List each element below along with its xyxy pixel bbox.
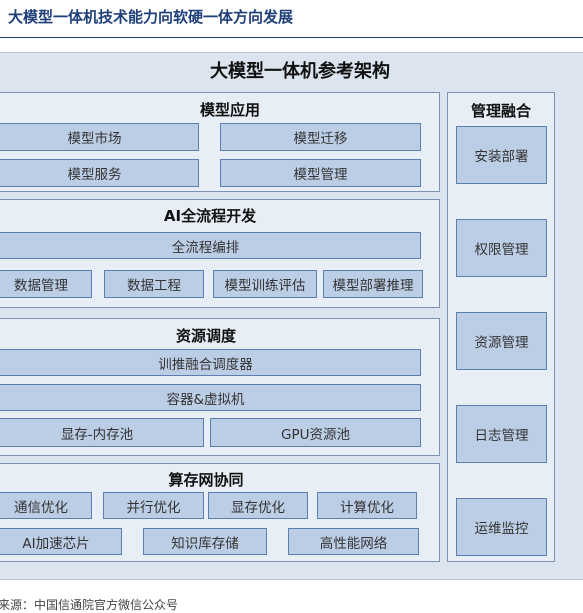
box-compute-optimization: 计算优化	[317, 492, 417, 519]
box-log-management: 日志管理	[456, 405, 547, 463]
box-full-flow-orchestration: 全流程编排	[0, 232, 421, 259]
page-title: 大模型一体机技术能力向软硬一体方向发展	[8, 8, 294, 26]
box-model-management: 模型管理	[220, 159, 421, 187]
diagram-title: 大模型一体机参考架构	[210, 61, 390, 82]
box-ops-monitoring: 运维监控	[456, 498, 547, 556]
box-container-vm: 容器&虚拟机	[0, 384, 421, 411]
box-comm-optimization: 通信优化	[0, 492, 92, 519]
box-gpu-resource-pool: GPU资源池	[210, 418, 421, 447]
section-title-ai-flow: AI全流程开发	[163, 207, 257, 225]
box-data-management: 数据管理	[0, 270, 92, 298]
box-train-infer-scheduler: 训推融合调度器	[0, 349, 421, 376]
box-ai-accelerator-chip: AI加速芯片	[0, 528, 122, 555]
box-model-migration: 模型迁移	[220, 123, 421, 151]
box-permission-management: 权限管理	[456, 219, 547, 277]
box-model-training-eval: 模型训练评估	[213, 270, 317, 298]
section-title-model-app: 模型应用	[199, 101, 260, 119]
box-vram-optimization: 显存优化	[208, 492, 308, 519]
box-resource-management: 资源管理	[456, 312, 547, 370]
section-title-compute-net: 算存网协同	[168, 471, 244, 489]
section-title-resource: 资源调度	[175, 327, 236, 345]
box-parallel-optimization: 并行优化	[103, 492, 204, 519]
box-model-service: 模型服务	[0, 159, 199, 187]
title-divider	[0, 37, 583, 38]
box-knowledge-base-storage: 知识库存储	[143, 528, 267, 555]
box-data-engineering: 数据工程	[104, 270, 204, 298]
box-install-deploy: 安装部署	[456, 126, 547, 184]
box-high-performance-network: 高性能网络	[288, 528, 419, 555]
box-vram-memory-pool: 显存-内存池	[0, 418, 204, 447]
box-model-deploy-infer: 模型部署推理	[323, 270, 423, 298]
side-title-management: 管理融合	[470, 102, 531, 120]
box-model-market: 模型市场	[0, 123, 199, 151]
source-note: 来源：中国信通院官方微信公众号	[0, 598, 179, 612]
